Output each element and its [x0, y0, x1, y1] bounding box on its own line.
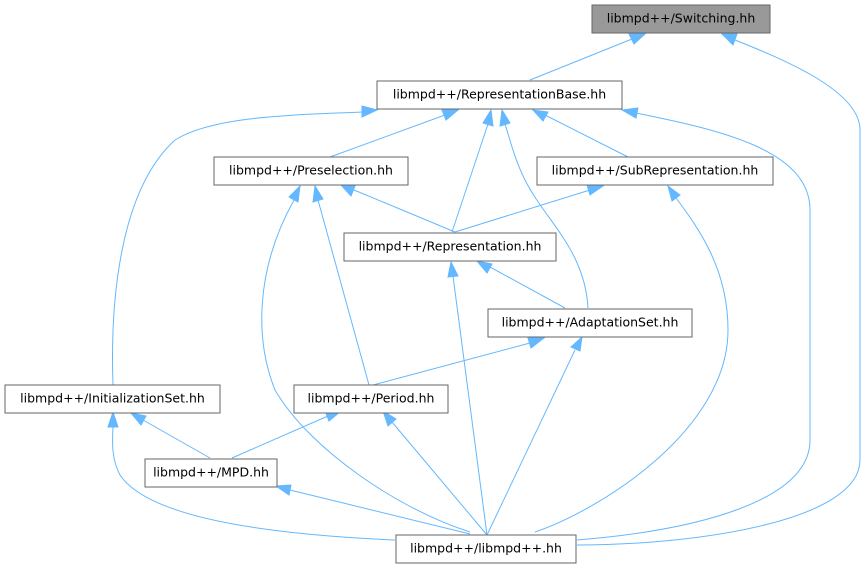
edge-initializationset-to-representationbase	[112, 105, 379, 386]
edge-representation-to-subrepresentation	[454, 184, 605, 233]
edge-libmpdpp-to-adaptationset	[486, 335, 583, 536]
edge-libmpdpp-to-preselection	[261, 184, 471, 533]
node-representation-label: libmpd++/Representation.hh	[359, 239, 542, 254]
edge-period-to-adaptationset	[372, 337, 546, 386]
node-libmpdpp-label: libmpd++/libmpd++.hh	[410, 541, 562, 556]
edge-libmpdpp-to-representation	[447, 260, 488, 536]
edge-libmpdpp-to-representationbase	[576, 107, 811, 541]
edge-representation-to-representationbase	[451, 108, 494, 233]
edge-preselection-to-representationbase	[329, 109, 460, 158]
node-initialization-set-label: libmpd++/InitializationSet.hh	[20, 391, 205, 406]
edge-mpd-to-initializationset	[129, 412, 211, 459]
node-adaptation-set[interactable]: libmpd++/AdaptationSet.hh	[487, 308, 693, 338]
edge-libmpdpp-to-initializationset	[107, 410, 396, 541]
edge-libmpdpp-to-subrepresentation	[534, 184, 729, 533]
node-period-label: libmpd++/Period.hh	[308, 391, 435, 406]
edge-representationbase-to-switching	[529, 33, 647, 81]
node-initialization-set[interactable]: libmpd++/InitializationSet.hh	[4, 384, 221, 414]
node-switching-label: libmpd++/Switching.hh	[607, 11, 756, 26]
node-sub-representation-label: libmpd++/SubRepresentation.hh	[552, 163, 759, 178]
node-mpd[interactable]: libmpd++/MPD.hh	[144, 458, 278, 488]
edge-libmpdpp-to-period	[382, 409, 488, 536]
edge-adaptationset-to-representationbase	[499, 108, 589, 309]
edge-period-to-preselection	[312, 184, 370, 386]
edge-subrepresentation-to-representationbase	[531, 109, 629, 158]
node-switching[interactable]: libmpd++/Switching.hh	[591, 4, 771, 34]
edge-libmpdpp-to-mpd	[274, 484, 471, 535]
node-adaptation-set-label: libmpd++/AdaptationSet.hh	[502, 315, 679, 330]
node-period[interactable]: libmpd++/Period.hh	[293, 384, 449, 414]
edge-mpd-to-period	[231, 410, 343, 459]
node-sub-representation[interactable]: libmpd++/SubRepresentation.hh	[536, 156, 774, 186]
node-representation-base-label: libmpd++/RepresentationBase.hh	[393, 87, 606, 102]
node-mpd-label: libmpd++/MPD.hh	[153, 465, 269, 480]
node-representation[interactable]: libmpd++/Representation.hh	[343, 232, 557, 262]
edge-representation-to-preselection	[339, 184, 456, 233]
node-preselection[interactable]: libmpd++/Preselection.hh	[213, 156, 409, 186]
edge-adaptationset-to-representation	[475, 260, 566, 309]
edge-libmpdpp-to-switching	[576, 33, 861, 546]
node-libmpdpp[interactable]: libmpd++/libmpd++.hh	[395, 534, 577, 564]
node-preselection-label: libmpd++/Preselection.hh	[229, 163, 393, 178]
node-representation-base[interactable]: libmpd++/RepresentationBase.hh	[376, 80, 623, 110]
